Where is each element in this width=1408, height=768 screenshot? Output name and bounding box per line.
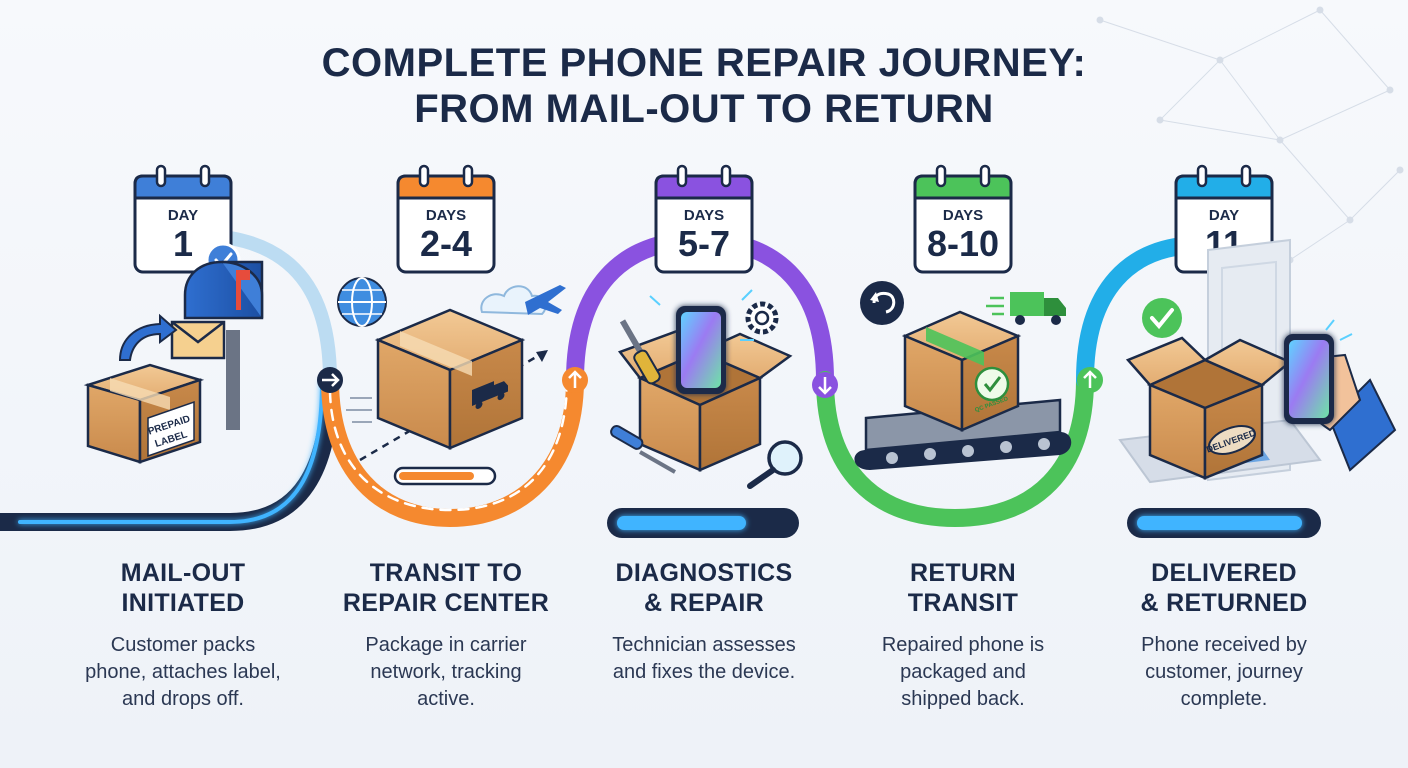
page-title: COMPLETE PHONE REPAIR JOURNEY: FROM MAIL… — [0, 40, 1408, 132]
step-title-line: RETURN — [910, 559, 1016, 587]
progress-bar-2 — [393, 466, 497, 486]
path-segment-4 — [816, 371, 1094, 528]
step-description-line: Package in carrier — [365, 634, 527, 656]
calendar-label: DAY — [168, 207, 198, 224]
step-title-line: INITIATED — [121, 589, 245, 617]
envelope-icon — [170, 320, 226, 360]
step-description-line: Technician assesses — [612, 634, 796, 656]
step-title-line: & REPAIR — [643, 589, 764, 617]
path-arrows — [317, 367, 1103, 398]
step-4-description: Repaired phone is packaged and shipped bac… — [833, 632, 1093, 713]
screwdriver-icon — [619, 319, 661, 385]
step-description-line: Customer packs — [110, 634, 256, 656]
arrow-icon — [118, 313, 178, 361]
step-description-line: active. — [417, 688, 475, 710]
step-1-illustration: PREPAID LABEL — [83, 260, 264, 464]
step-description-line: complete. — [1180, 688, 1268, 710]
magnifier-icon — [747, 440, 803, 489]
page-title-line-2: FROM MAIL-OUT TO RETURN — [414, 87, 994, 131]
step-title-line: TRANSIT TO — [369, 559, 523, 587]
step-title-line: REPAIR CENTER — [342, 589, 550, 617]
calendar-number: 1 — [173, 223, 193, 264]
step-title-line: MAIL-OUT — [120, 559, 246, 587]
step-description-line: customer, journey — [1145, 661, 1303, 683]
package-icon: PREPAID LABEL — [83, 363, 205, 464]
progress-bar-3 — [607, 508, 799, 538]
step-description-line: shipped back. — [901, 688, 1025, 710]
package-icon: QC PASSED — [901, 310, 1022, 432]
step-description-line: phone, attaches label, — [85, 661, 281, 683]
step-3-illustration — [610, 289, 803, 489]
calendar-label: DAYS — [426, 207, 466, 224]
gear-icon — [745, 301, 779, 335]
screwdriver-small-icon — [610, 424, 676, 474]
step-5-illustration: DELIVERED — [1118, 238, 1397, 484]
step-description-line: and fixes the device. — [612, 661, 796, 683]
return-arrow-icon — [860, 281, 904, 325]
progress-bar-5 — [1127, 508, 1321, 538]
step-2-illustration — [337, 277, 566, 462]
calendar-number: 5-7 — [678, 223, 730, 264]
step-description-line: and drops off. — [122, 688, 244, 710]
phone-icon — [676, 306, 726, 394]
calendar-number: 2-4 — [420, 223, 472, 264]
check-icon — [1142, 298, 1182, 338]
step-1-description: Customer packs phone, attaches label, and … — [53, 632, 313, 713]
step-title-line: & RETURNED — [1140, 589, 1308, 617]
step-description-line: Phone received by — [1141, 634, 1307, 656]
calendar-label: DAYS — [943, 207, 983, 224]
page-title-line-1: COMPLETE PHONE REPAIR JOURNEY: — [321, 41, 1087, 85]
package-truck-icon — [374, 308, 526, 450]
step-2-description: Package in carrier network, tracking activ… — [316, 632, 576, 713]
step-3-description: Technician assesses and fixes the device. — [574, 632, 834, 686]
step-description-line: Repaired phone is — [881, 634, 1045, 656]
step-5-description: Phone received by customer, journey comple… — [1094, 632, 1354, 713]
calendar-label: DAY — [1209, 207, 1239, 224]
mailbox-icon — [183, 260, 264, 430]
step-3-title: DIAGNOSTICS& REPAIR — [574, 558, 834, 618]
truck-icon — [986, 292, 1066, 325]
network-background — [1096, 6, 1404, 264]
calendar-label: DAYS — [684, 207, 724, 224]
step-title-line: DELIVERED — [1151, 559, 1297, 587]
hand-phone-icon — [1284, 319, 1397, 472]
step-4-illustration: QC PASSED — [854, 281, 1072, 470]
step-title-line: TRANSIT — [907, 589, 1019, 617]
airplane-cloud-icon — [480, 285, 566, 316]
step-5-title: DELIVERED& RETURNED — [1094, 558, 1354, 618]
calendar-number: 8-10 — [927, 223, 999, 264]
step-title-line: DIAGNOSTICS — [615, 559, 793, 587]
step-description-line: network, tracking — [370, 661, 522, 683]
open-box-icon: DELIVERED — [1125, 336, 1293, 480]
step-description-line: packaged and — [900, 661, 1026, 683]
globe-icon — [337, 277, 387, 327]
